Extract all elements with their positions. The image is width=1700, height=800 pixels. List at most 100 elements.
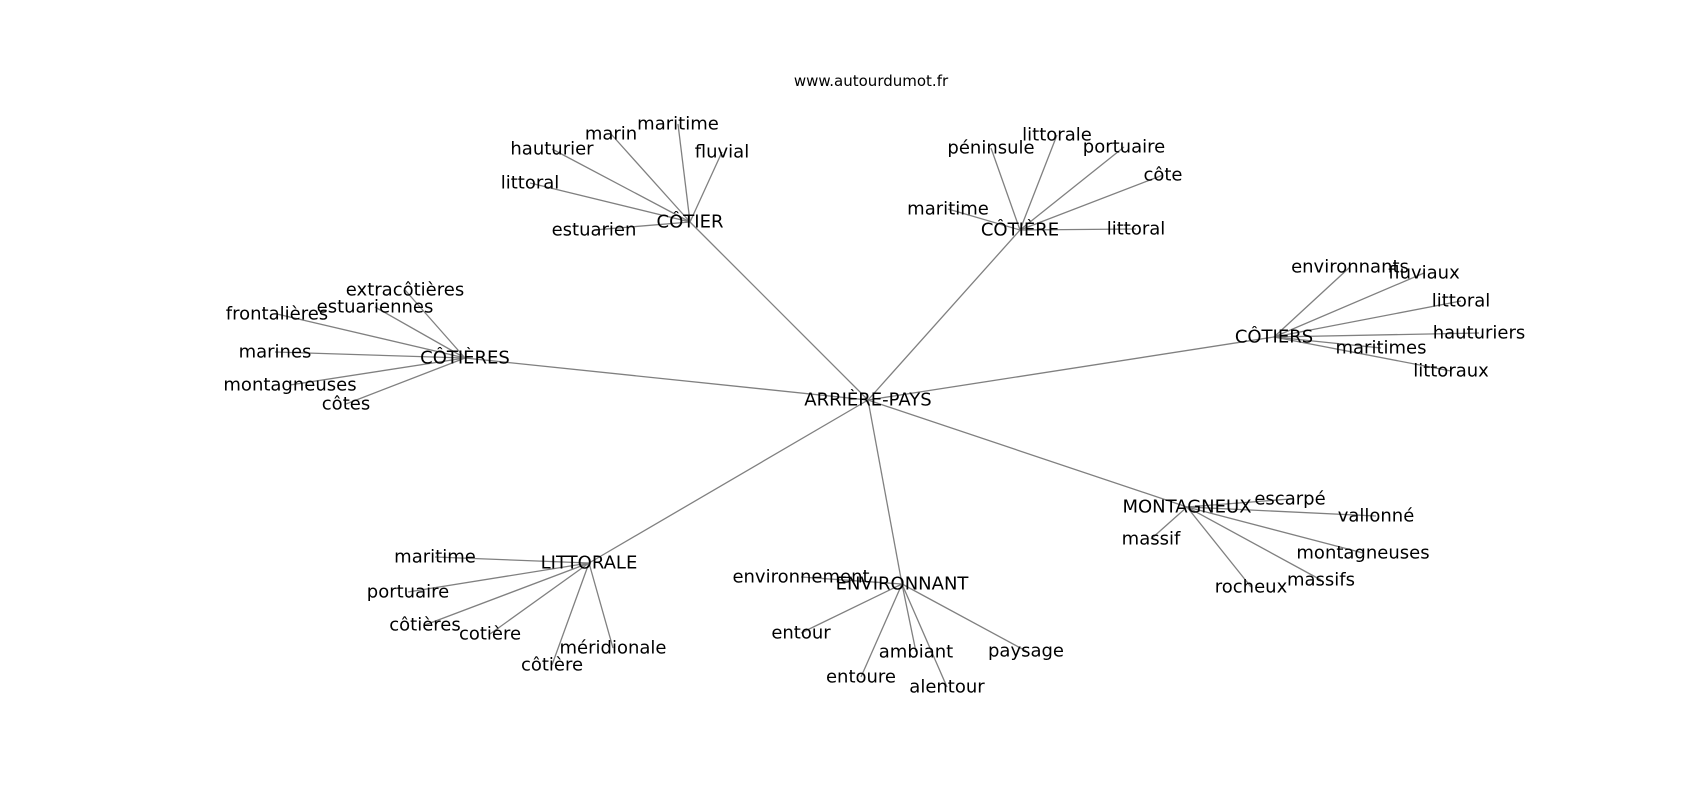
leaf-node[interactable]: hauturier [510, 139, 594, 160]
leaf-node[interactable]: méridionale [560, 638, 667, 659]
leaf-node[interactable]: maritime [907, 199, 989, 220]
edge-hub-6-leaf-0 [800, 576, 903, 585]
leaf-node[interactable]: extracôtières [346, 280, 464, 301]
edge-hub-0-leaf-4 [529, 182, 691, 223]
edge-hub-5-leaf-4 [588, 562, 614, 649]
edge-root-4 [867, 399, 1188, 508]
edge-root-1 [867, 229, 1021, 401]
leaf-node[interactable]: portuaire [1083, 137, 1165, 158]
leaf-node[interactable]: portuaire [367, 582, 449, 603]
leaf-node[interactable]: paysage [988, 641, 1064, 662]
leaf-node[interactable]: littoral [501, 173, 560, 194]
hub-node[interactable]: LITTORALE [541, 553, 638, 574]
leaf-node[interactable]: estuariennes [317, 297, 434, 318]
leaf-node[interactable]: ambiant [879, 642, 954, 663]
leaf-node[interactable]: littoral [1107, 219, 1166, 240]
edge-root-5 [588, 399, 869, 564]
leaf-node[interactable]: fluvial [695, 142, 749, 163]
leaf-node[interactable]: entour [771, 623, 831, 644]
edge-hub-5-leaf-5 [551, 562, 590, 666]
edge-hub-1-leaf-4 [947, 208, 1021, 231]
root-node[interactable]: ARRIÈRE-PAYS [804, 389, 931, 411]
edge-hub-2-leaf-4 [289, 357, 466, 386]
edge-hub-3-leaf-5 [1273, 336, 1452, 372]
graph-edges [274, 123, 1480, 688]
edge-hub-1-leaf-1 [990, 147, 1021, 231]
leaf-node[interactable]: montagneuses [1296, 543, 1429, 564]
edge-hub-5-leaf-1 [407, 562, 590, 593]
edge-hub-1-leaf-3 [1019, 174, 1164, 231]
edge-hub-3-leaf-2 [1273, 300, 1462, 338]
edge-root-2 [464, 357, 869, 401]
edge-root-3 [867, 336, 1275, 401]
edge-hub-4-leaf-1 [1186, 506, 1377, 517]
edge-hub-4-leaf-2 [1150, 506, 1188, 540]
leaf-node[interactable]: massifs [1287, 570, 1355, 591]
leaf-node[interactable]: fluviaux [1388, 263, 1460, 284]
edge-hub-1-leaf-0 [1019, 134, 1058, 231]
leaf-node[interactable]: marines [239, 342, 312, 363]
edge-hub-6-leaf-2 [901, 583, 917, 653]
leaf-node[interactable]: entoure [826, 667, 896, 688]
edge-hub-4-leaf-4 [1186, 506, 1322, 581]
leaf-node[interactable]: massif [1122, 529, 1181, 550]
edge-hub-2-leaf-5 [345, 357, 466, 405]
leaf-node[interactable]: environnement [732, 567, 869, 588]
edge-hub-3-leaf-3 [1273, 332, 1480, 338]
leaf-node[interactable]: cotière [459, 624, 521, 645]
leaf-node[interactable]: maritime [394, 547, 476, 568]
leaf-node[interactable]: escarpé [1254, 489, 1325, 510]
edge-hub-6-leaf-1 [800, 583, 903, 634]
edge-hub-1-leaf-5 [1019, 228, 1137, 231]
leaf-node[interactable]: côtière [521, 655, 583, 676]
leaf-node[interactable]: marin [585, 124, 637, 145]
edge-hub-4-leaf-3 [1186, 506, 1364, 554]
leaf-node[interactable]: environnants [1291, 257, 1409, 278]
leaf-node[interactable]: alentour [909, 677, 985, 698]
edge-root-6 [867, 399, 903, 585]
leaf-node[interactable]: maritimes [1335, 338, 1426, 359]
edge-hub-0-leaf-2 [551, 148, 691, 223]
leaf-node[interactable]: littoral [1432, 291, 1491, 312]
leaf-node[interactable]: hauturiers [1433, 323, 1526, 344]
hub-node[interactable]: CÔTIÈRE [981, 219, 1059, 241]
leaf-node[interactable]: littorale [1022, 125, 1092, 146]
edge-hub-0-leaf-1 [610, 133, 691, 223]
edge-hub-6-leaf-3 [901, 583, 1027, 652]
hub-node[interactable]: CÔTIER [657, 211, 724, 233]
edge-hub-3-leaf-0 [1273, 266, 1351, 338]
leaf-node[interactable]: rocheux [1215, 577, 1288, 598]
edge-hub-2-leaf-2 [276, 313, 466, 359]
edge-hub-2-leaf-1 [374, 306, 466, 359]
hub-node[interactable]: MONTAGNEUX [1122, 497, 1251, 518]
edge-hub-5-leaf-0 [434, 556, 590, 564]
leaf-node[interactable]: frontalières [226, 304, 328, 325]
edge-hub-1-leaf-2 [1019, 146, 1125, 231]
leaf-node[interactable]: estuarien [552, 220, 637, 241]
edge-hub-2-leaf-3 [274, 351, 466, 359]
leaf-node[interactable]: côte [1143, 165, 1182, 186]
edge-hub-4-leaf-0 [1186, 498, 1291, 508]
edge-hub-5-leaf-3 [489, 562, 590, 635]
edge-hub-0-leaf-3 [689, 151, 723, 223]
edge-hub-6-leaf-4 [860, 583, 903, 678]
leaf-node[interactable]: péninsule [947, 138, 1034, 159]
hub-node[interactable]: ENVIRONNANT [836, 574, 970, 595]
leaf-node[interactable]: côtières [389, 615, 461, 636]
leaf-node[interactable]: maritime [637, 114, 719, 135]
edge-hub-6-leaf-5 [901, 583, 948, 688]
leaf-node[interactable]: littoraux [1413, 361, 1489, 382]
edge-hub-3-leaf-1 [1273, 272, 1425, 338]
hub-node[interactable]: CÔTIERS [1235, 326, 1313, 348]
hub-node[interactable]: CÔTIÈRES [420, 347, 510, 369]
leaf-node[interactable]: montagneuses [223, 375, 356, 396]
edge-hub-5-leaf-2 [424, 562, 590, 626]
watermark: www.autourdumot.fr [793, 72, 949, 90]
leaf-node[interactable]: côtes [322, 394, 370, 415]
leaf-node[interactable]: vallonné [1338, 506, 1415, 527]
edge-hub-2-leaf-0 [404, 289, 466, 359]
edge-root-0 [689, 221, 869, 401]
edge-hub-0-leaf-5 [593, 221, 691, 231]
